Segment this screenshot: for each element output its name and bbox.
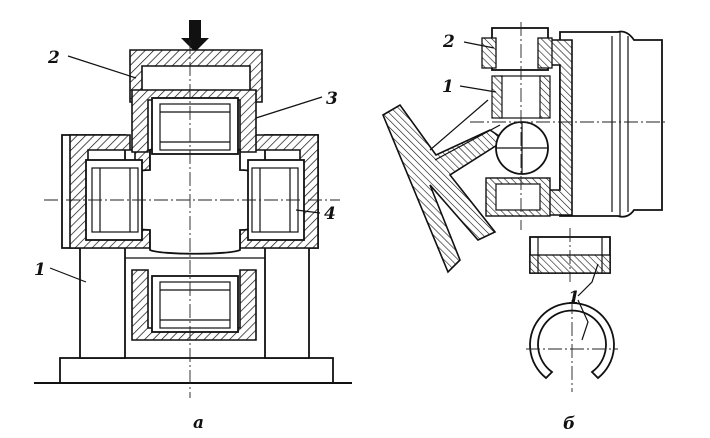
label-2-b: 2 <box>442 32 455 52</box>
caption-a: а <box>193 413 204 433</box>
figure-b: 2 1 1 б <box>381 22 665 434</box>
label-1-b-lower: 1 <box>568 288 580 308</box>
bearing-bottom <box>151 275 239 333</box>
base-plate <box>59 357 334 384</box>
label-4-a: 4 <box>324 204 336 224</box>
figure-a: 2 3 4 1 а <box>34 20 352 433</box>
bearing-top <box>151 97 239 155</box>
press-arrow-icon <box>181 20 209 52</box>
label-3-a: 3 <box>326 89 338 109</box>
label-2-a: 2 <box>47 48 60 68</box>
lower-yoke <box>131 269 257 341</box>
caption-b: б <box>563 414 575 434</box>
bearing-cup-top-b <box>481 27 553 71</box>
shaft-body <box>559 30 663 218</box>
upper-yoke <box>131 89 257 153</box>
label-1-a: 1 <box>34 260 46 280</box>
bearing-lower-b <box>485 177 551 217</box>
snap-ring <box>529 302 615 380</box>
tilted-flange <box>381 103 507 274</box>
label-1-b-upper: 1 <box>442 77 454 97</box>
